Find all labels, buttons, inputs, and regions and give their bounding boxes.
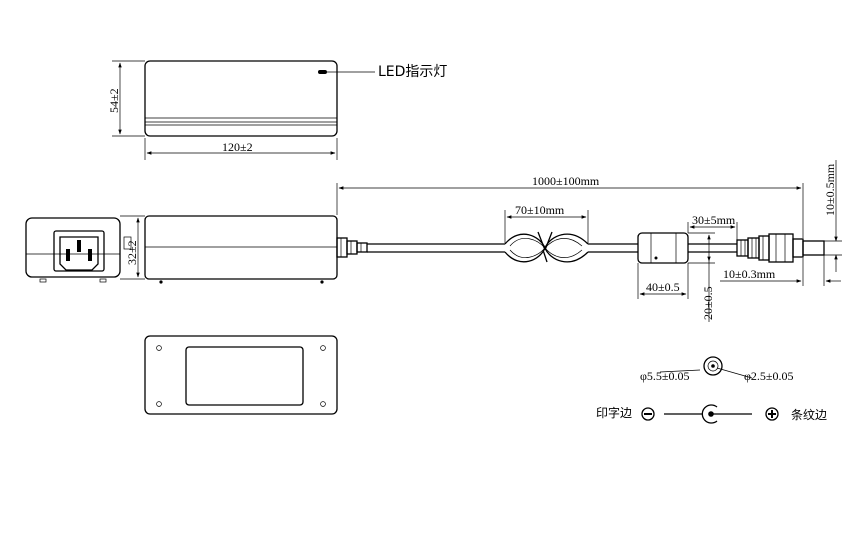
ferrite-plug-dim: 30±5mm <box>692 213 736 227</box>
side-view: 32±2 <box>120 215 368 284</box>
inlet-pin <box>88 249 92 261</box>
print-side-label: 印字边 <box>596 405 632 420</box>
stripe-side-label: 条纹边 <box>791 408 827 422</box>
plug-length-dim: 10±0.3mm <box>723 267 776 281</box>
top-width-dim: 120±2 <box>222 140 253 154</box>
polarity-diagram: 印字边 条纹边 <box>596 404 827 424</box>
plus-icon <box>765 407 779 421</box>
side-height-dim: 32±2 <box>125 240 139 265</box>
led-indicator <box>318 70 327 74</box>
inner-dia-label: φ2.5±0.05 <box>744 369 794 383</box>
ferrite-length-dim: 40±0.5 <box>646 280 680 294</box>
minus-icon <box>641 407 655 421</box>
plug-dia-dim: 10±0.5mm <box>823 163 837 216</box>
plug-face-view: φ5.5±0.05 φ2.5±0.05 <box>640 356 794 383</box>
cable-length-dim: 1000±100mm <box>532 174 600 188</box>
ferrite-dia-dim: 20±0.5 <box>701 286 715 320</box>
dc-cable <box>367 231 825 264</box>
inlet-pin <box>66 249 70 261</box>
top-view: LED指示灯 54±2 120±2 <box>107 60 447 160</box>
inlet-pin <box>77 240 81 252</box>
bottom-view <box>144 335 338 415</box>
led-label: LED指示灯 <box>378 64 447 80</box>
tie-length-dim: 70±10mm <box>515 203 565 217</box>
outer-dia-label: φ5.5±0.05 <box>640 369 690 383</box>
cable-dimensions: 1000±100mm 70±10mm 30±5mm 10±0.5mm 40±0.… <box>336 160 842 322</box>
ac-inlet-view <box>25 217 132 283</box>
top-height-dim: 54±2 <box>107 88 121 113</box>
